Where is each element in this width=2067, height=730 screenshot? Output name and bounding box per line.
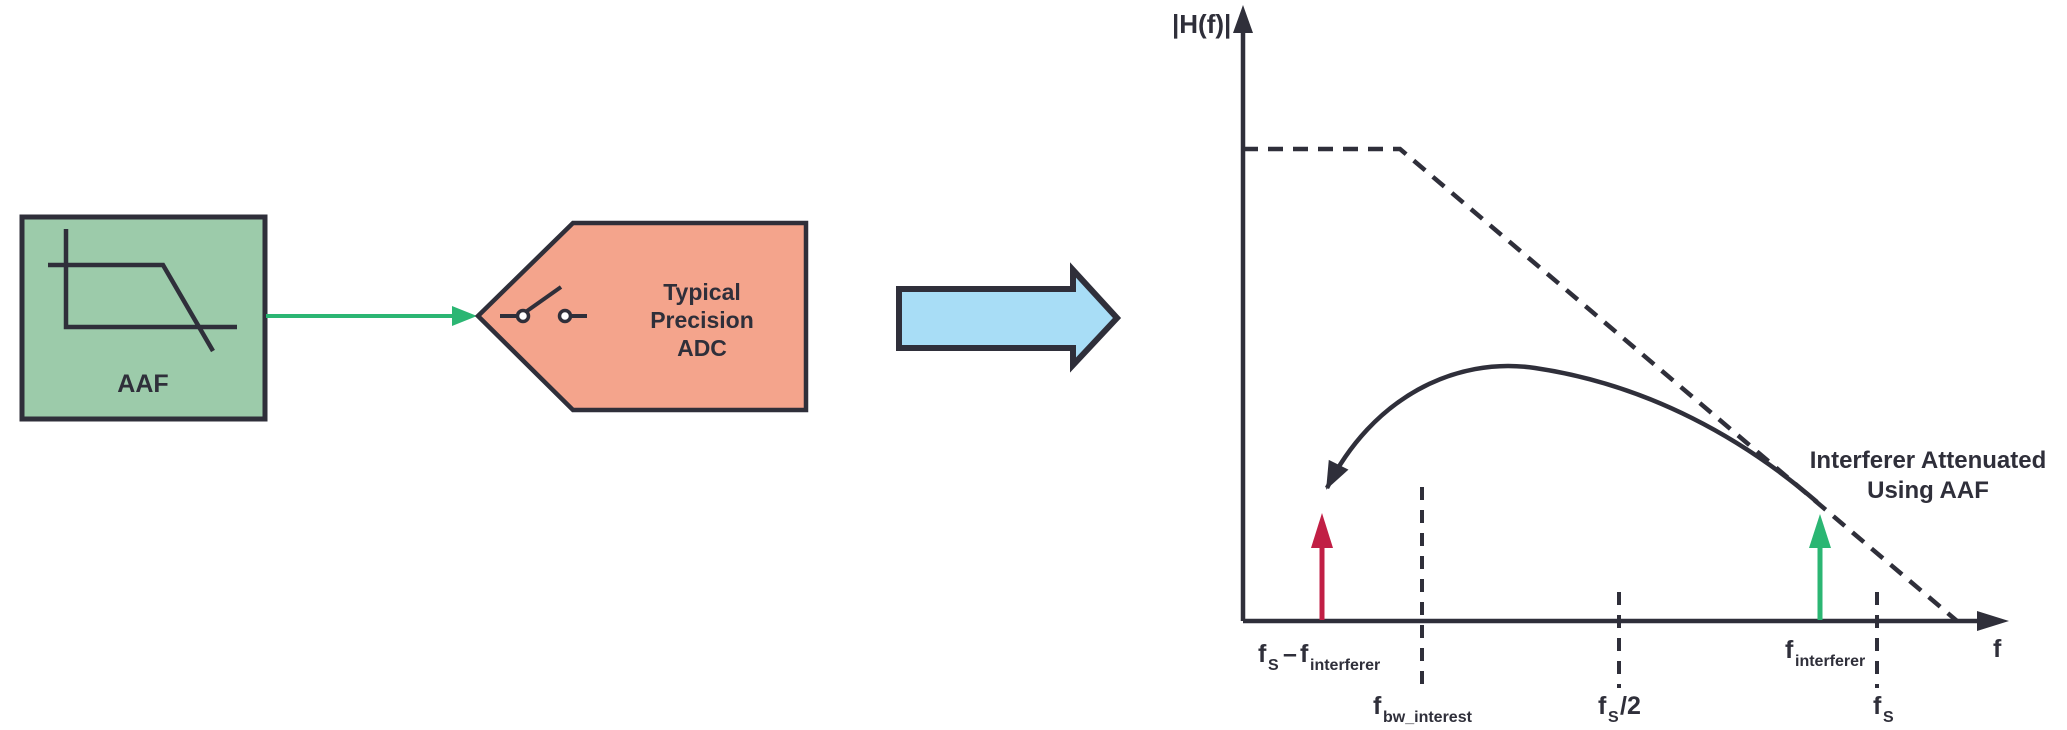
label-half-fs: f S /2 xyxy=(1598,692,1641,726)
graph: |H(f)| f Interferer Attenuated Using AAF… xyxy=(1172,5,2046,726)
filter-axes-line xyxy=(63,229,237,330)
alias-foldback-arrow xyxy=(1324,363,1819,504)
aaf-label: AAF xyxy=(117,370,168,398)
x-axis-label: f xyxy=(1993,635,2002,663)
label-fs: f S xyxy=(1873,692,1894,726)
x-axis-arrowhead xyxy=(1977,611,2009,631)
annotation-line2: Using AAF xyxy=(1867,477,1989,504)
aliased-tone-arrow-head xyxy=(1311,513,1333,548)
label-fs-minus-finterferer: f S – f interferer xyxy=(1258,640,1380,674)
label-finterferer: f interferer xyxy=(1785,636,1865,670)
y-axis-label: |H(f)| xyxy=(1172,9,1231,39)
aaf-box xyxy=(19,214,268,422)
label-fbw-interest: f bw_interest xyxy=(1373,692,1473,726)
switch-contact-left xyxy=(515,308,531,324)
filter-response-line xyxy=(48,262,215,353)
aliased-tone-arrow xyxy=(1311,513,1333,620)
adc-block: Typical Precision ADC xyxy=(474,220,809,413)
adc-label-line2: Precision xyxy=(650,307,754,333)
signal-arrow-head xyxy=(452,306,477,326)
adc-pentagon xyxy=(474,220,809,413)
adc-label-line1: Typical xyxy=(663,279,741,305)
y-axis-arrowhead xyxy=(1233,5,1253,33)
switch-contact-right xyxy=(557,308,573,324)
interferer-arrow-head xyxy=(1809,514,1831,548)
interferer-arrow xyxy=(1809,514,1831,620)
signal-arrow xyxy=(266,306,477,326)
flow-arrow xyxy=(896,262,1122,373)
lowpass-filter-icon xyxy=(48,229,237,353)
adc-label-line3: ADC xyxy=(677,335,727,361)
aaf-response-dashed-curve xyxy=(1243,146,1959,623)
switch-icon xyxy=(500,285,587,324)
annotation-line1: Interferer Attenuated xyxy=(1810,447,2046,474)
aaf-block: AAF xyxy=(19,214,268,422)
switch-blade xyxy=(525,285,563,313)
